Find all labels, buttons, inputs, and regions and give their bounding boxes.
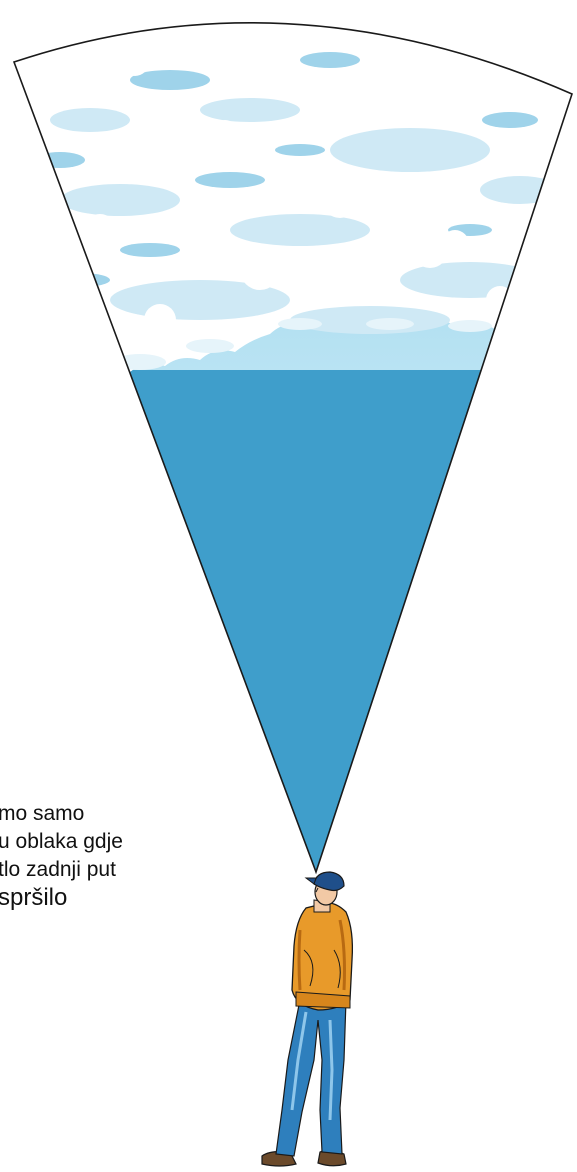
cap-brim (306, 878, 316, 884)
jacket-shade (299, 930, 300, 990)
view-cone (0, 0, 577, 900)
caption-line-3: tlo zadnji put (0, 856, 300, 884)
jeans (276, 1000, 346, 1156)
man-looking-up-icon (262, 872, 352, 1166)
caption-line-4: spršilo (0, 884, 300, 912)
cloud-bank (0, 0, 577, 384)
caption-line-2: u oblaka gdje (0, 828, 300, 856)
caption-text: mo samo u oblaka gdje tlo zadnji put spr… (0, 800, 300, 912)
caption-line-1: mo samo (0, 800, 300, 828)
